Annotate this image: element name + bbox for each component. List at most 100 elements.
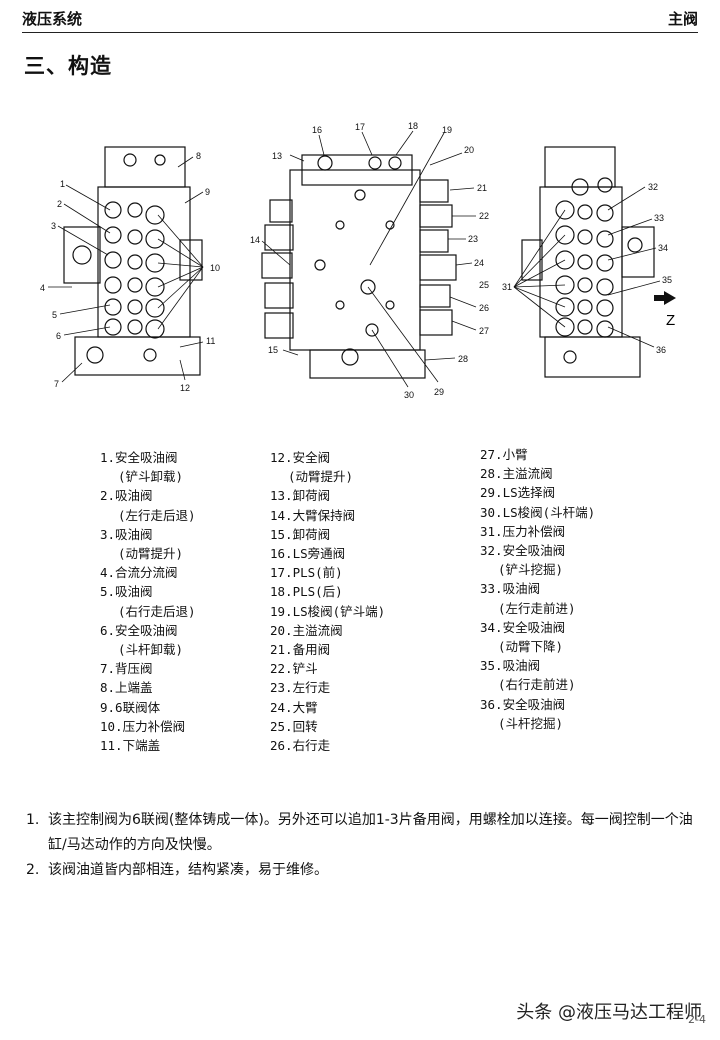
legend-item: 19.LS梭阀(铲斗端) xyxy=(270,603,386,619)
callout: 19 xyxy=(442,125,452,135)
callout: 13 xyxy=(272,151,282,161)
legend-item-note: (铲斗卸载) xyxy=(118,469,184,485)
callout: 33 xyxy=(654,213,664,223)
callout: 34 xyxy=(658,243,668,253)
legend-item: 18.PLS(后) xyxy=(270,584,343,600)
callout: 32 xyxy=(648,182,658,192)
header-left: 液压系统 xyxy=(22,10,83,28)
legend-item-note: (动臂下降) xyxy=(498,639,564,655)
legend-item-note: (左行走后退) xyxy=(118,507,196,523)
callout: 28 xyxy=(458,354,468,364)
callout: 9 xyxy=(205,187,210,197)
legend-item: 7.背压阀 xyxy=(100,661,153,677)
legend-item: 8.上端盖 xyxy=(100,680,153,696)
legend-item: 16.LS旁通阀 xyxy=(270,546,346,562)
callout: 30 xyxy=(404,390,414,400)
callout: 11 xyxy=(206,336,215,346)
legend-column-2: 12.安全阀 (动臂提升) 13.卸荷阀 14.大臂保持阀 15.卸荷阀 16.LS旁通阀… xyxy=(270,448,385,755)
legend-item: 25.回转 xyxy=(270,718,318,734)
legend-item: 33.吸油阀 xyxy=(480,581,541,597)
legend-item: 21.备用阀 xyxy=(270,642,331,658)
legend-item: 3.吸油阀 xyxy=(100,526,153,542)
section-title: 三、构造 xyxy=(24,54,112,78)
legend-item: 29.LS选择阀 xyxy=(480,485,556,501)
note-item: 2. 该阀油道皆内部相连，结构紧凑，易于维修。 xyxy=(26,858,698,883)
legend-item: 15.卸荷阀 xyxy=(270,526,331,542)
legend-item: 14.大臂保持阀 xyxy=(270,507,356,523)
view-label: Z xyxy=(666,312,675,329)
legend-item-note: (左行走前进) xyxy=(498,600,576,616)
legend-item: 23.左行走 xyxy=(270,680,331,696)
view-arrow-icon xyxy=(654,291,676,305)
callout: 17 xyxy=(355,122,365,132)
callout: 7 xyxy=(54,379,59,389)
callout: 4 xyxy=(40,283,45,293)
legend-item: 22.铲斗 xyxy=(270,661,318,677)
legend-item: 4.合流分流阀 xyxy=(100,565,178,581)
note-item: 1. 该主控制阀为6联阀(整体铸成一体)。另外还可以追加1-3片备用阀，用螺栓加… xyxy=(26,808,698,858)
legend-item: 36.安全吸油阀 xyxy=(480,696,566,712)
legend-item: 10.压力补偿阀 xyxy=(100,718,186,734)
legend-item-note: (斗杆卸载) xyxy=(118,642,184,658)
header-right: 主阀 xyxy=(667,10,698,28)
callout: 21 xyxy=(477,183,487,193)
callout: 20 xyxy=(464,145,474,155)
legend-item-note: (右行走前进) xyxy=(498,677,576,693)
legend-item: 20.主溢流阀 xyxy=(270,622,343,638)
legend-item-note: (斗杆挖掘) xyxy=(498,715,564,731)
callout: 35 xyxy=(662,275,672,285)
note-text: 该主控制阀为6联阀(整体铸成一体)。另外还可以追加1-3片备用阀，用螺栓加以连接… xyxy=(48,812,693,853)
page-number: 2-4 xyxy=(688,1013,706,1026)
legend-item: 11.下端盖 xyxy=(100,738,161,754)
callout: 2 xyxy=(57,199,62,209)
note-number: 2. xyxy=(26,862,40,878)
header-rule xyxy=(22,32,698,33)
legend-item: 34.安全吸油阀 xyxy=(480,619,566,635)
callout: 5 xyxy=(52,310,57,320)
callout: 18 xyxy=(408,121,418,131)
callout: 25 xyxy=(479,280,489,290)
note-number: 1. xyxy=(26,812,40,828)
note-text: 该阀油道皆内部相连，结构紧凑，易于维修。 xyxy=(48,862,328,878)
legend-column-3: 27.小臂 28.主溢流阀 29.LS选择阀 30.LS梭阀(斗杆端) 31.压力补偿阀… xyxy=(480,445,595,733)
legend-item: 5.吸油阀 xyxy=(100,584,153,600)
watermark: 头条 @液压马达工程师 xyxy=(516,1002,702,1023)
legend-column-1: 1.安全吸油阀(铲斗卸载)2.吸油阀(左行走后退)3.吸油阀(动臂提升)4.合流… xyxy=(100,448,196,755)
legend-item: 35.吸油阀 xyxy=(480,658,541,674)
legend-item-note: (动臂提升) xyxy=(288,469,354,485)
callout: 15 xyxy=(268,345,278,355)
notes: 1. 该主控制阀为6联阀(整体铸成一体)。另外还可以追加1-3片备用阀，用螺栓加… xyxy=(26,808,698,883)
legend-item: 2.吸油阀 xyxy=(100,488,153,504)
callout: 1 xyxy=(60,179,65,189)
legend-item-note: (铲斗挖掘) xyxy=(498,562,564,578)
legend-item-note: (右行走后退) xyxy=(118,603,196,619)
legend-item: 12.安全阀 xyxy=(270,450,331,465)
callout: 6 xyxy=(56,331,61,341)
legend-item: 31.压力补偿阀 xyxy=(480,523,566,539)
callout: 12 xyxy=(180,383,190,393)
callout: 8 xyxy=(196,151,201,161)
legend-item: 9.6联阀体 xyxy=(100,699,161,715)
callout: 31 xyxy=(502,282,512,292)
valve-drawing: 1 2 3 4 5 6 7 8 9 10 11 12 13 14 15 16 1… xyxy=(40,121,676,400)
legend-item: 26.右行走 xyxy=(270,738,331,754)
callout: 3 xyxy=(51,221,56,231)
legend-item: 6.安全吸油阀 xyxy=(100,622,178,638)
legend-item: 32.安全吸油阀 xyxy=(480,543,566,559)
callout: 27 xyxy=(479,326,489,336)
callout: 14 xyxy=(250,235,260,245)
callout: 16 xyxy=(312,125,322,135)
callout: 29 xyxy=(434,387,444,397)
legend-item: 1.安全吸油阀 xyxy=(100,450,178,465)
callout: 23 xyxy=(468,234,478,244)
legend-item: 30.LS梭阀(斗杆端) xyxy=(480,504,596,520)
callout: 10 xyxy=(210,263,220,273)
legend-item: 27.小臂 xyxy=(480,447,528,462)
callout: 26 xyxy=(479,303,489,313)
legend-item: 13.卸荷阀 xyxy=(270,488,331,504)
legend-item: 24.大臂 xyxy=(270,699,318,715)
legend-item: 17.PLS(前) xyxy=(270,565,343,581)
callout: 22 xyxy=(479,211,489,221)
legend-item: 28.主溢流阀 xyxy=(480,466,553,482)
callout: 24 xyxy=(474,258,484,268)
